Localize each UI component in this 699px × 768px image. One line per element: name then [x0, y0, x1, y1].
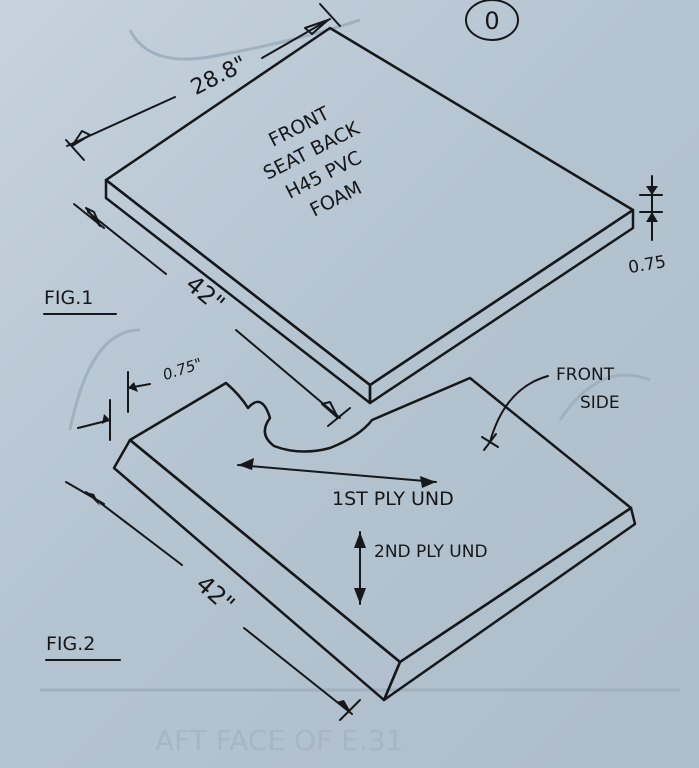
fig2-panel [112, 376, 637, 702]
fig1-top-face [104, 26, 635, 387]
ply2-label: 2ND PLY UND [374, 542, 488, 562]
fig2-title: FIG.2 [45, 633, 121, 661]
ply-direction-arrows: 1ST PLY UND 2ND PLY UND [237, 458, 488, 605]
front-side-line-2: SIDE [580, 393, 620, 413]
fig2-length-label: 42" [191, 570, 241, 619]
fig1-part-name: FRONT SEAT BACK H45 PVC FOAM [260, 102, 366, 221]
ghost-text: AFT FACE OF E.31 [155, 724, 403, 757]
fig1-thickness-label: 0.75 [627, 252, 668, 278]
fig2-right-side [382, 506, 637, 702]
fig1-title: FIG.1 [43, 287, 117, 315]
fig2-thickness-label: 0.75" [161, 354, 205, 384]
fig2-length-dimension: 42" [65, 481, 361, 721]
callout-text: 0 [484, 7, 499, 35]
fig1-right-side [368, 208, 635, 405]
ply1-label: 1ST PLY UND [332, 488, 454, 510]
fig1-length-label: 42" [180, 270, 230, 318]
ghost-background: AFT FACE OF E.31 [40, 18, 680, 757]
fig2-top-face [128, 376, 633, 664]
fig2-label: FIG.2 [46, 633, 95, 655]
fig1-label: FIG.1 [44, 287, 93, 309]
front-side-callout: FRONT SIDE [481, 365, 620, 451]
circled-callout: 0 [465, 0, 519, 41]
fig2-left-bevel [112, 438, 402, 702]
fig1-panel [104, 26, 635, 405]
fig2-thickness-dimension: 0.75" [77, 354, 205, 441]
front-side-line-1: FRONT [556, 365, 615, 385]
